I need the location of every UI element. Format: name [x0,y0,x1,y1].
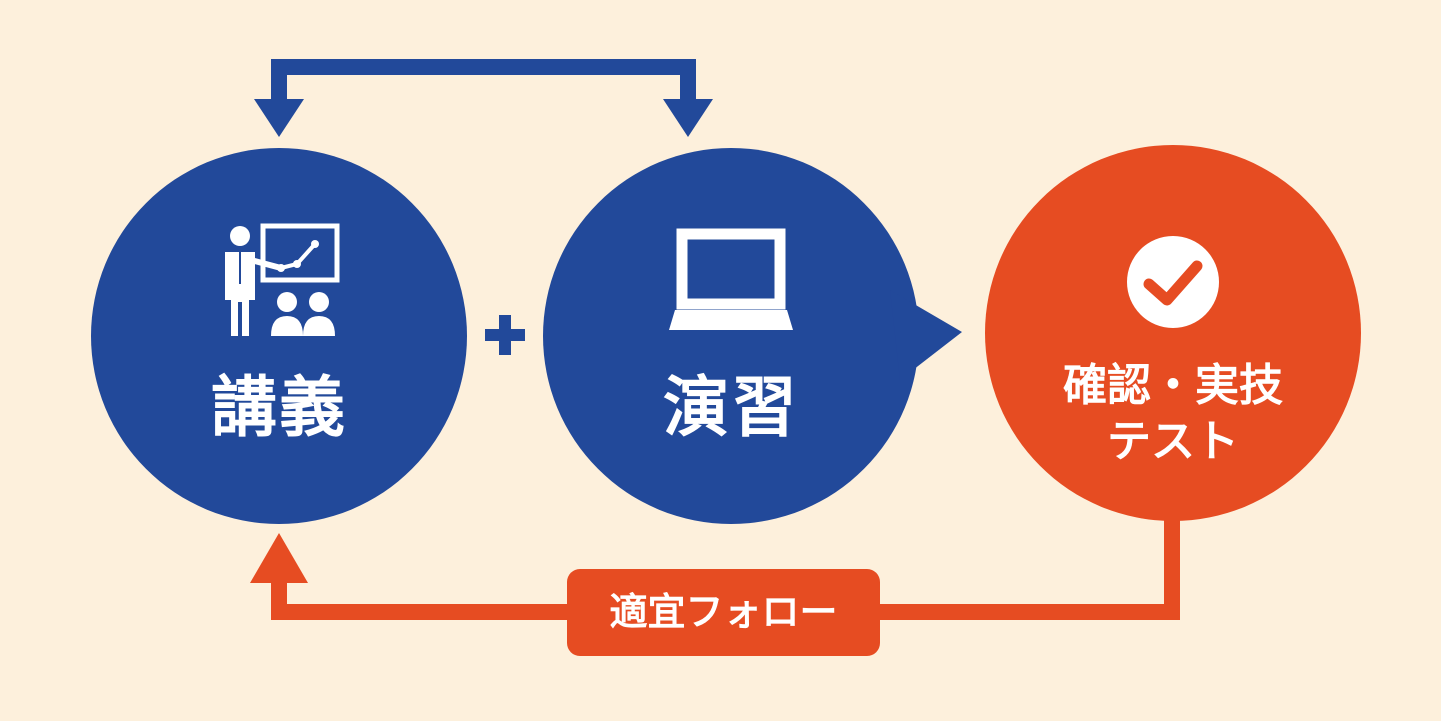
arrowhead-up-lecture [250,533,308,583]
arrowhead-down-lecture [254,99,304,137]
presenter-icon [225,223,340,336]
laptop-icon [669,228,793,330]
follow-up-badge [567,569,880,656]
follow-up-label: 適宜フォロー [609,590,838,634]
test-circle [985,145,1361,521]
arrowhead-down-practice [663,99,713,137]
checkmark-icon [1127,236,1219,328]
top-connector-line [271,59,696,104]
practice-label: 演習 [663,369,799,446]
test-label-line1: 確認・実技 [1063,360,1283,411]
test-label-line2: テスト [1107,416,1239,467]
lecture-label: 講義 [211,369,347,446]
plus-icon [485,315,525,355]
speech-bubble-tail [890,290,962,380]
practice-circle [543,148,919,524]
